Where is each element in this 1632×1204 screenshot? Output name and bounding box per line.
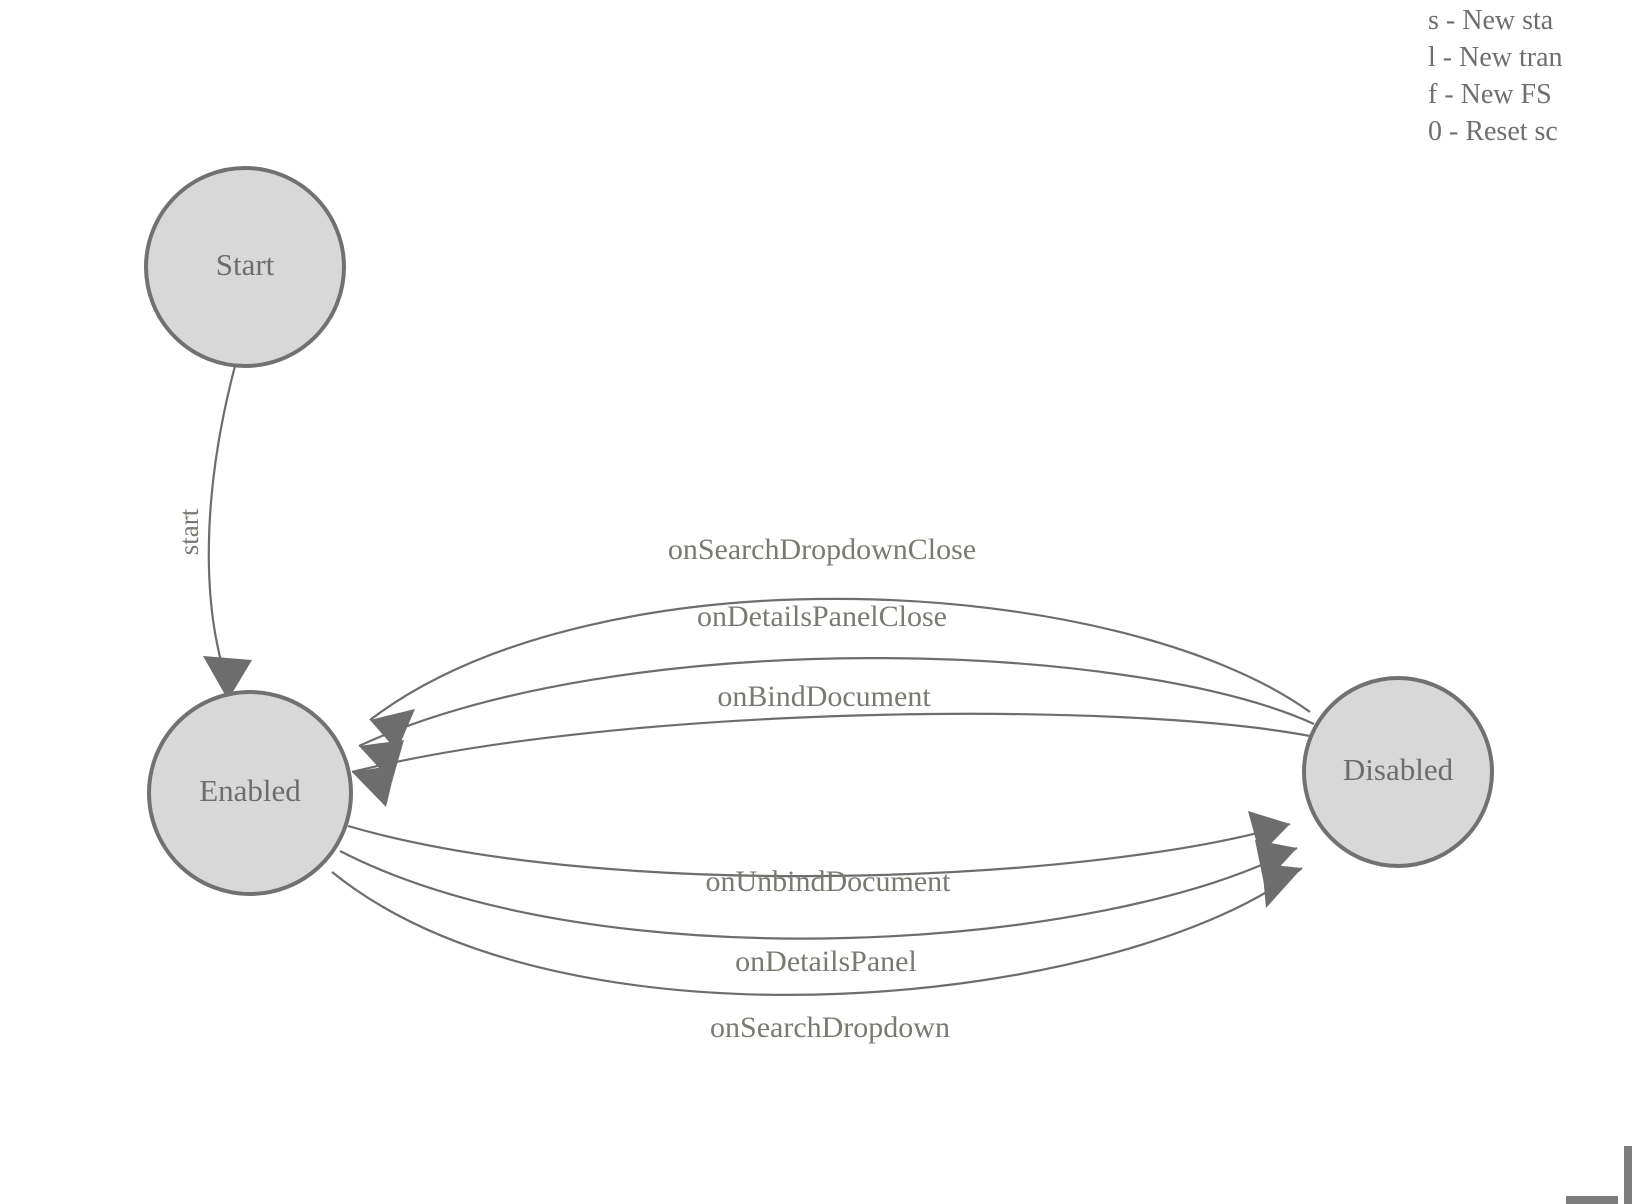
state-node-start[interactable]: Start: [144, 166, 346, 368]
keyboard-shortcuts-legend: s - New sta l - New tran f - New FS 0 - …: [1428, 0, 1632, 150]
transition-onBindDocument[interactable]: [351, 712, 1311, 807]
horizontal-scrollbar-thumb[interactable]: [1566, 1196, 1618, 1204]
state-node-disabled[interactable]: Disabled: [1302, 676, 1494, 868]
edge-label-onSearchDropdown: onSearchDropdown: [710, 1011, 950, 1044]
arrowhead-icon: [1262, 864, 1302, 908]
state-node-enabled[interactable]: Enabled: [147, 690, 353, 896]
state-circle: [1302, 676, 1494, 868]
legend-line-new-transition: l - New tran: [1428, 42, 1563, 73]
edge-label-onDetailsPanel: onDetailsPanel: [735, 945, 917, 978]
state-label-start: Start: [216, 247, 275, 282]
edge-path: [369, 597, 1311, 721]
transition-start[interactable]: [203, 365, 252, 700]
legend-line-new-state: s - New sta: [1428, 5, 1554, 36]
edge-path: [351, 712, 1311, 774]
arrowhead-icon: [203, 656, 252, 700]
arrowhead-icon: [352, 765, 396, 807]
transition-onSearchDropdownClose[interactable]: [369, 597, 1311, 751]
edge-path: [339, 847, 1298, 940]
legend-line-reset: 0 - Reset sc: [1428, 116, 1558, 147]
edge-label-onBindDocument: onBindDocument: [717, 680, 931, 713]
edge-path: [347, 822, 1291, 878]
horizontal-scrollbar[interactable]: [0, 1195, 1625, 1204]
state-label-disabled: Disabled: [1343, 752, 1454, 787]
edge-label-onSearchDropdownClose: onSearchDropdownClose: [668, 533, 976, 566]
edge-label-onUnbindDocument: onUnbindDocument: [706, 865, 952, 898]
state-label-enabled: Enabled: [199, 773, 301, 808]
edge-label-onDetailsPanelClose: onDetailsPanelClose: [697, 600, 947, 633]
arrowhead-icon: [370, 709, 415, 751]
state-circle: [144, 166, 346, 368]
vertical-scrollbar-thumb[interactable]: [1624, 1146, 1632, 1204]
state-circle: [147, 690, 353, 896]
edge-path: [207, 365, 237, 673]
edge-path: [331, 867, 1303, 996]
transition-onSearchDropdown[interactable]: [331, 864, 1303, 996]
edge-label-start: start: [174, 508, 204, 555]
edge-path: [358, 657, 1315, 747]
legend-line-new-fsm: f - New FS: [1428, 79, 1552, 110]
